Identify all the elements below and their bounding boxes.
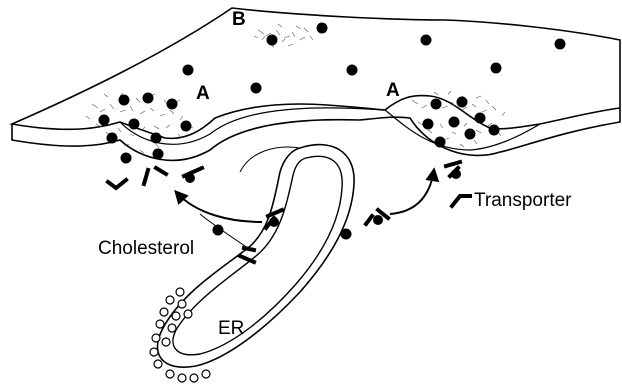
cholesterol-dot xyxy=(269,217,279,227)
label-er: ER xyxy=(218,318,244,339)
cholesterol-dot xyxy=(451,169,461,179)
cholesterol-dot xyxy=(423,119,434,130)
vesicle-circle xyxy=(168,324,176,332)
transporter-icon xyxy=(452,196,470,206)
cholesterol-dot xyxy=(129,119,140,130)
transporter-icon xyxy=(108,180,126,188)
transporter-icon xyxy=(144,168,166,184)
cholesterol-dot xyxy=(317,23,328,34)
arrow-to-right-raft xyxy=(390,170,434,214)
vesicle-circle xyxy=(152,334,160,342)
vesicle-circle xyxy=(176,288,184,296)
cholesterol-dot xyxy=(489,125,500,136)
vesicle-circle xyxy=(156,320,164,328)
vesicle-circle xyxy=(172,312,180,320)
cholesterol-dot xyxy=(167,99,178,110)
cholesterol-dot xyxy=(347,65,358,76)
vesicle-circle xyxy=(162,338,170,346)
cholesterol-dot xyxy=(107,133,118,144)
vesicle-circle xyxy=(150,348,158,356)
cholesterol-dot xyxy=(373,215,383,225)
vesicle-circle xyxy=(184,310,192,318)
arrow-to-left-raft xyxy=(176,192,262,222)
vesicle-circle xyxy=(166,370,174,378)
cholesterol-dot xyxy=(119,95,130,106)
cholesterol-dot xyxy=(251,83,262,94)
vesicle-circle xyxy=(202,370,210,378)
cholesterol-dot xyxy=(153,149,164,160)
cholesterol-dot xyxy=(457,97,468,108)
plasma-membrane xyxy=(12,8,620,160)
cholesterol-dot xyxy=(121,153,132,164)
cholesterol-dot xyxy=(435,137,446,148)
cholesterol-dot xyxy=(185,173,195,183)
vesicle-circle xyxy=(190,374,198,382)
cholesterol-dot xyxy=(183,65,194,76)
vesicle-circle xyxy=(178,374,186,382)
cholesterol-dot xyxy=(267,35,278,46)
label-cholesterol: Cholesterol xyxy=(98,238,194,259)
cholesterol-dot xyxy=(431,99,442,110)
cholesterol-dot xyxy=(449,117,460,128)
vesicle-circle xyxy=(154,360,162,368)
cholesterol-dot xyxy=(99,115,110,126)
cholesterol-dot xyxy=(555,39,566,50)
label-region-b: B xyxy=(232,9,246,30)
cholesterol-dot xyxy=(465,129,476,140)
label-region-a-right: A xyxy=(386,80,400,101)
cholesterol-dot xyxy=(181,121,192,132)
vesicle-circle xyxy=(178,300,186,308)
label-region-a-left: A xyxy=(196,83,210,104)
cholesterol-dot xyxy=(151,133,162,144)
cholesterol-dot xyxy=(143,93,154,104)
vesicle-circle xyxy=(166,296,174,304)
cholesterol-dot xyxy=(421,35,432,46)
cholesterol-dot xyxy=(491,63,502,74)
vesicle-circle xyxy=(160,308,168,316)
label-transporter: Transporter xyxy=(474,190,572,211)
cholesterol-dot xyxy=(475,113,486,124)
